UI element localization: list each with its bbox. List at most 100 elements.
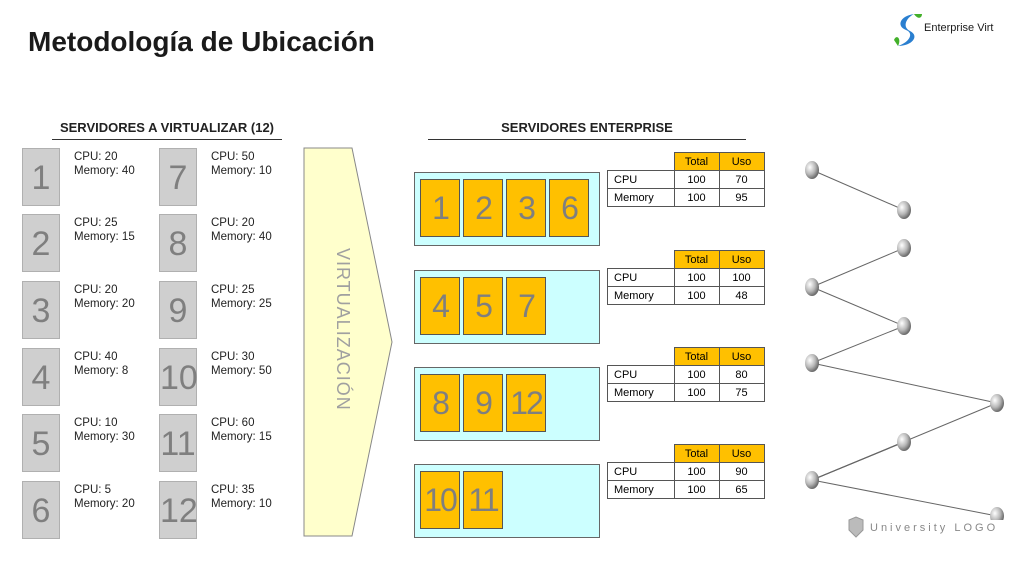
vm-box: 5 — [463, 277, 503, 335]
page-title: Metodología de Ubicación — [28, 26, 375, 57]
vm-box: 10 — [420, 471, 460, 529]
vm-box: 8 — [420, 374, 460, 432]
cpu-uso: 100 — [718, 268, 765, 287]
row-label: CPU — [607, 365, 675, 384]
enterprise-logo-icon — [894, 14, 922, 46]
uso-header: Uso — [718, 152, 765, 171]
server-spec: CPU: 25 Memory: 15 — [74, 217, 135, 243]
network-decoration — [805, 161, 1004, 520]
server-spec: CPU: 10 Memory: 30 — [74, 417, 135, 443]
vm-box: 11 — [463, 471, 503, 529]
vm-box: 9 — [463, 374, 503, 432]
row-label: Memory — [607, 480, 675, 499]
server-spec: CPU: 20 Memory: 40 — [74, 151, 135, 177]
server-box: 11 — [159, 414, 197, 472]
vm-box: 3 — [506, 179, 546, 237]
table-corner — [608, 348, 675, 366]
server-box: 2 — [22, 214, 60, 272]
server-spec: CPU: 20 Memory: 20 — [74, 284, 135, 310]
server-spec: CPU: 25 Memory: 25 — [211, 284, 272, 310]
vm-box: 12 — [506, 374, 546, 432]
server-box: 12 — [159, 481, 198, 539]
cpu-uso: 90 — [718, 462, 765, 481]
network-node — [805, 161, 1004, 520]
row-label: Memory — [607, 188, 675, 207]
memory-total: 100 — [673, 383, 720, 402]
vm-box: 1 — [420, 179, 460, 237]
memory-uso: 48 — [718, 286, 765, 305]
server-spec: CPU: 50 Memory: 10 — [211, 151, 272, 177]
vm-box: 7 — [506, 277, 546, 335]
right-section-rule — [428, 139, 746, 140]
total-header: Total — [673, 250, 720, 269]
server-box: 10 — [159, 348, 198, 406]
cpu-total: 100 — [673, 170, 720, 189]
server-box: 3 — [22, 281, 60, 339]
server-box: 9 — [159, 281, 197, 339]
cpu-uso: 80 — [718, 365, 765, 384]
table-corner — [608, 251, 675, 269]
uso-header: Uso — [718, 444, 765, 463]
row-label: Memory — [607, 286, 675, 305]
vm-box: 4 — [420, 277, 460, 335]
table-corner — [608, 445, 675, 463]
row-label: Memory — [607, 383, 675, 402]
cpu-uso: 70 — [718, 170, 765, 189]
cpu-total: 100 — [673, 268, 720, 287]
logo-text: Enterprise Virt — [924, 22, 994, 34]
server-box: 4 — [22, 348, 60, 406]
virtualization-label: VIRTUALIZACIÓN — [333, 248, 353, 411]
server-spec: CPU: 40 Memory: 8 — [74, 351, 129, 377]
right-section-heading: SERVIDORES ENTERPRISE — [501, 120, 673, 135]
memory-total: 100 — [673, 286, 720, 305]
server-spec: CPU: 30 Memory: 50 — [211, 351, 272, 377]
server-box: 6 — [22, 481, 60, 539]
total-header: Total — [673, 347, 720, 366]
server-box: 8 — [159, 214, 197, 272]
virtualization-arrow — [303, 147, 393, 537]
cpu-total: 100 — [673, 365, 720, 384]
server-box: 1 — [22, 148, 60, 206]
server-spec: CPU: 20 Memory: 40 — [211, 217, 272, 243]
server-box: 5 — [22, 414, 60, 472]
enterprise-logo: Enterprise Virt — [892, 10, 1010, 50]
memory-total: 100 — [673, 188, 720, 207]
total-header: Total — [673, 444, 720, 463]
memory-total: 100 — [673, 480, 720, 499]
university-logo-icon — [848, 516, 864, 538]
row-label: CPU — [607, 462, 675, 481]
server-box: 7 — [159, 148, 197, 206]
left-section-rule — [52, 139, 282, 140]
server-spec: CPU: 35 Memory: 10 — [211, 484, 272, 510]
left-section-heading: SERVIDORES A VIRTUALIZAR (12) — [59, 120, 275, 135]
vm-box: 2 — [463, 179, 503, 237]
cpu-total: 100 — [673, 462, 720, 481]
uso-header: Uso — [718, 347, 765, 366]
table-corner — [608, 153, 675, 171]
university-logo-text: University LOGO — [870, 522, 999, 534]
memory-uso: 75 — [718, 383, 765, 402]
vm-box: 6 — [549, 179, 589, 237]
server-spec: CPU: 60 Memory: 15 — [211, 417, 272, 443]
row-label: CPU — [607, 268, 675, 287]
row-label: CPU — [607, 170, 675, 189]
uso-header: Uso — [718, 250, 765, 269]
memory-uso: 95 — [718, 188, 765, 207]
total-header: Total — [673, 152, 720, 171]
